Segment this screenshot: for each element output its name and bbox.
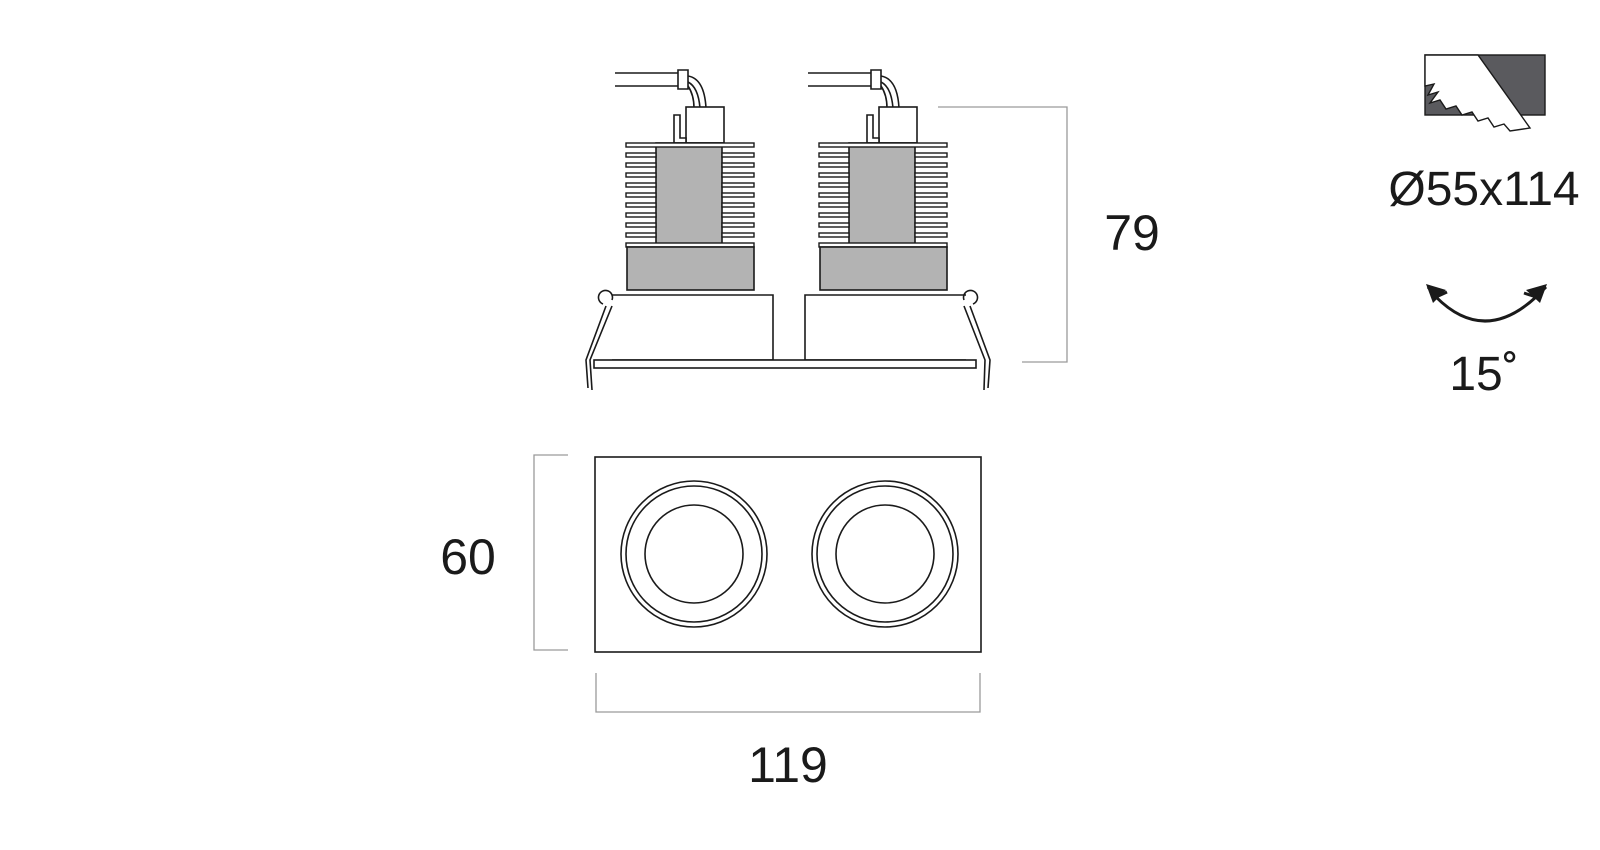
left-connector [673, 106, 725, 144]
tilt-angle-label: 15˚ [1449, 348, 1518, 401]
tilt-arc-arrows-icon [1426, 284, 1548, 323]
front-trim-plate [594, 456, 982, 653]
front-width-label: 119 [748, 737, 828, 793]
left-cable [615, 69, 707, 109]
front-height-label: 60 [440, 529, 496, 585]
right-reflector-housing [804, 294, 966, 361]
right-connector [866, 106, 918, 144]
front-view [594, 456, 982, 653]
right-heatsink-core [848, 142, 916, 249]
ceiling-cutout-icon [1424, 54, 1546, 132]
right-lens [811, 480, 959, 628]
right-module-body [819, 246, 948, 291]
left-reflector-housing [612, 294, 774, 361]
trim-flange [593, 359, 977, 369]
cutout-label: Ø55x114 [1388, 163, 1579, 216]
left-lens [620, 480, 768, 628]
right-spring-clip [962, 289, 991, 391]
right-cable [808, 69, 900, 109]
left-heatsink-core [655, 142, 723, 249]
right-heatsink-fins [818, 142, 948, 248]
left-module-body [626, 246, 755, 291]
front-width-dimension [595, 673, 981, 713]
side-height-dimension [938, 106, 1068, 363]
front-height-dimension [533, 454, 568, 651]
side-height-label: 79 [1104, 205, 1160, 261]
side-view [585, 69, 991, 391]
left-spring-clip [585, 289, 614, 391]
left-heatsink-fins [625, 142, 755, 248]
